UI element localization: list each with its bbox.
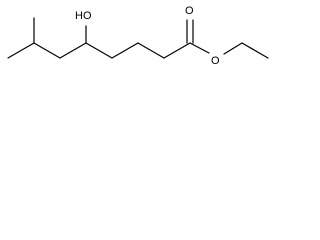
bond-c1-c2 [7,42,35,59]
bond-c8-c9 [163,42,191,59]
bond-o-ester-c10 [223,42,243,55]
bond-c5-c6 [85,42,113,59]
bond-c2-c3 [33,42,61,59]
bond-c7-c8 [137,42,165,59]
structural-formula: HO O O [7,5,269,67]
bond-c3-c5 [59,42,87,59]
bond-c9-o-ester [189,42,210,54]
bond-c10-c11 [241,42,269,59]
hydroxyl-label: HO [75,10,92,22]
carbonyl-oxygen-label: O [185,5,194,17]
bond-c6-c7 [111,42,139,59]
ester-oxygen-label: O [211,55,220,67]
